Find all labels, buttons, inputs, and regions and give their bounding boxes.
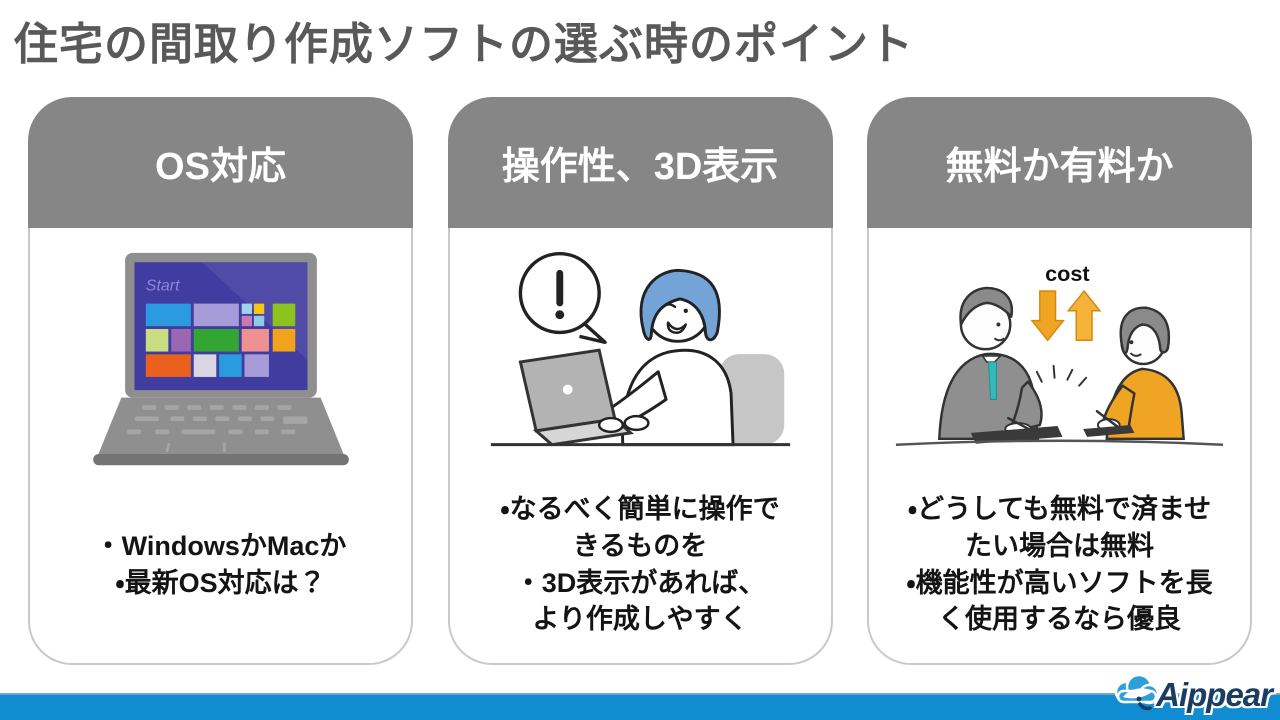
cost-negotiation-icon: cost <box>895 261 1224 446</box>
person-at-laptop-illustration <box>450 234 831 486</box>
laptop-screen-start-label: Start <box>145 277 179 294</box>
card-free-or-paid-text: ・どうしても無料で済ませ たい場合は無料 ・機能性が高いソフトを長 く使用するな… <box>869 486 1250 663</box>
windows-laptop-illustration: Start <box>30 234 411 486</box>
cost-label: cost <box>1045 261 1090 286</box>
bullet-line: く使用するなら優良 <box>938 604 1181 635</box>
card-free-or-paid: 無料か有料か cost <box>867 97 1252 665</box>
card-free-or-paid-header: 無料か有料か <box>867 97 1252 228</box>
windows-laptop-icon: Start <box>92 252 349 466</box>
bullet-line: きるものを <box>572 530 708 561</box>
page-title: 住宅の間取り作成ソフトの選ぶ時のポイント <box>14 20 914 69</box>
bullet-line: ・3D表示があれば、 <box>514 567 766 598</box>
bullet-line: ・WindowsかMacか <box>94 530 347 561</box>
bullet-line: より作成しやすく <box>532 604 748 635</box>
card-usability-3d: 操作性、3D表示 <box>447 97 833 665</box>
bullet-line: ・機能性が高いソフトを長 <box>906 567 1213 598</box>
bullet-line: たい場合は無料 <box>965 530 1154 561</box>
card-os-support-text: ・WindowsかMacか ・最新OS対応は？ <box>30 486 411 663</box>
footer-bar <box>0 693 1280 720</box>
card-os-support-header: OS対応 <box>28 97 413 228</box>
bullet-line: ・なるべく簡単に操作で <box>500 494 780 525</box>
bullet-line: ・どうしても無料で済ませ <box>907 494 1212 525</box>
aippear-logo-text: Aippear <box>1156 676 1273 713</box>
card-usability-3d-header: 操作性、3D表示 <box>447 97 833 228</box>
cost-negotiation-illustration: cost <box>869 234 1250 486</box>
card-free-or-paid-title: 無料か有料か <box>945 146 1174 188</box>
card-usability-3d-body: ・なるべく簡単に操作で きるものを ・3D表示があれば、 より作成しやすく <box>447 228 833 665</box>
card-usability-3d-text: ・なるべく簡単に操作で きるものを ・3D表示があれば、 より作成しやすく <box>450 486 831 663</box>
card-usability-3d-title: 操作性、3D表示 <box>501 146 779 188</box>
aippear-logo: Aippear <box>1110 674 1273 716</box>
card-free-or-paid-body: cost <box>867 228 1252 665</box>
aippear-cloud-icon <box>1114 674 1160 711</box>
cards-row: OS対応 Start <box>28 97 1252 665</box>
card-os-support-body: Start <box>28 228 413 665</box>
bullet-line: ・最新OS対応は？ <box>115 567 326 598</box>
card-os-support-title: OS対応 <box>155 146 286 188</box>
card-os-support: OS対応 Start <box>28 97 413 665</box>
person-at-laptop-icon <box>490 251 790 447</box>
